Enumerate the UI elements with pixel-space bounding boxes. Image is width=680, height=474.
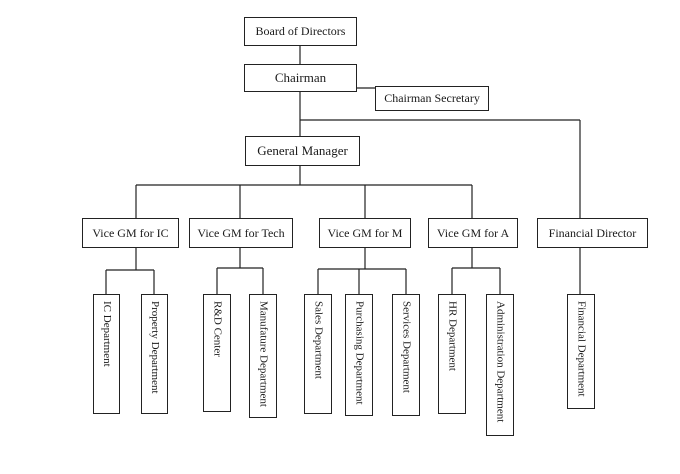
property-department-label: Property Department — [149, 301, 161, 394]
vp-ic-label: Vice GM for IC — [92, 225, 169, 240]
board-label: Board of Directors — [255, 24, 346, 38]
vice-gm-m-box: Vice GM for M — [319, 218, 411, 248]
rd-center-label: R&D Center — [211, 301, 224, 357]
ic-department-label: IC Department — [101, 301, 113, 367]
sales-department-box: Sales Department — [304, 294, 332, 414]
vice-gm-a-box: Vice GM for A — [428, 218, 518, 248]
services-department-box: Services Department — [392, 294, 420, 416]
administration-department-label: Administration Department — [494, 301, 507, 423]
vp-a-label: Vice GM for A — [436, 225, 510, 240]
vice-gm-ic-box: Vice GM for IC — [82, 218, 179, 248]
administration-department-box: Administration Department — [486, 294, 514, 436]
sales-department-label: Sales Department — [312, 301, 325, 379]
general-manager-box: General Manager — [245, 136, 360, 166]
manufacture-department-label: Manufature Department — [257, 301, 270, 407]
chairman-label: Chairman — [274, 70, 327, 85]
purchasing-department-box: Purchasing Department — [345, 294, 373, 416]
hr-department-box: HR Department — [438, 294, 466, 414]
financial-director-box: Financial Director — [537, 218, 648, 248]
chairman-secretary-box: Chairman Secretary — [375, 86, 489, 111]
board-of-directors-box: Board of Directors — [244, 17, 357, 46]
vp-tech-label: Vice GM for Tech — [197, 225, 285, 240]
property-department-box: Property Department — [141, 294, 168, 414]
fin-director-label: Financial Director — [548, 225, 637, 240]
financial-department-label: Financial Department — [575, 301, 588, 397]
financial-department-box: Financial Department — [567, 294, 595, 409]
gm-label: General Manager — [257, 143, 348, 158]
rd-center-box: R&D Center — [203, 294, 231, 412]
secretary-label: Chairman Secretary — [384, 91, 480, 105]
chairman-box: Chairman — [244, 64, 357, 92]
hr-department-label: HR Department — [446, 301, 459, 371]
purchasing-department-label: Purchasing Department — [353, 301, 366, 405]
ic-department-box: IC Department — [93, 294, 120, 414]
vp-m-label: Vice GM for M — [327, 225, 403, 240]
vice-gm-tech-box: Vice GM for Tech — [189, 218, 293, 248]
services-department-label: Services Department — [400, 301, 413, 393]
manufacture-department-box: Manufature Department — [249, 294, 277, 418]
